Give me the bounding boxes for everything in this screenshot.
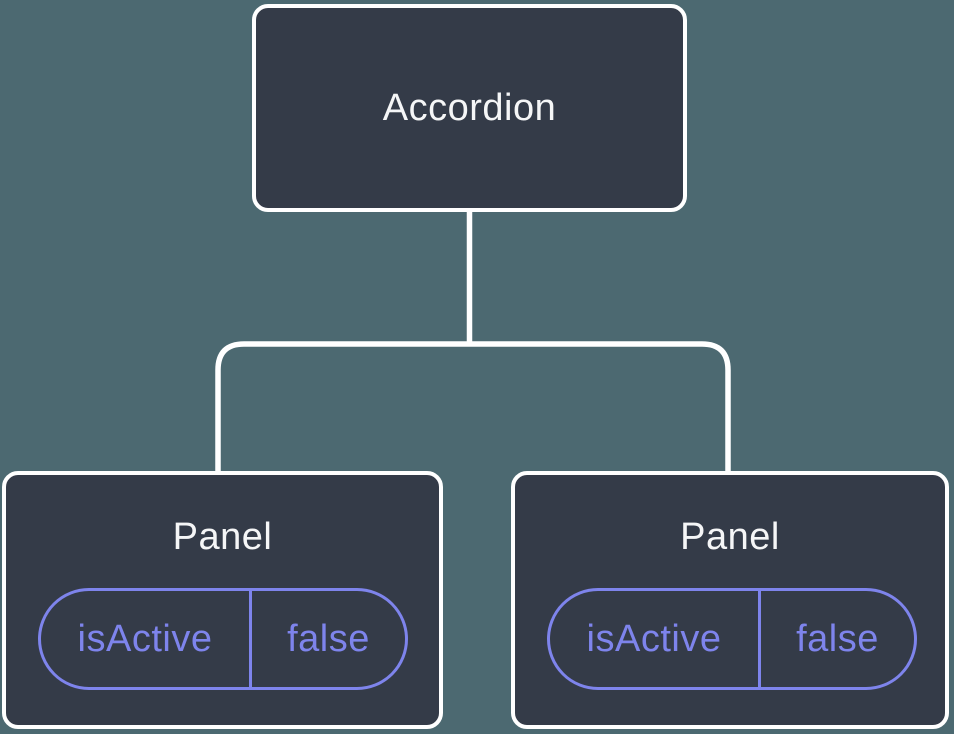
- panel-left-prop-name: isActive: [41, 591, 252, 687]
- panel-left-prop-value: false: [287, 617, 370, 660]
- panel-right-prop-pill: isActive false: [547, 588, 917, 690]
- panel-right-prop-value: false: [796, 617, 879, 660]
- panel-left-prop-pill: isActive false: [38, 588, 408, 690]
- node-panel-right: Panel isActive false: [511, 471, 949, 729]
- accordion-label: Accordion: [382, 86, 557, 129]
- node-panel-left: Panel isActive false: [2, 471, 443, 729]
- panel-right-label: Panel: [680, 516, 780, 558]
- panel-right-prop-name: isActive: [550, 591, 761, 687]
- node-accordion: Accordion: [252, 4, 687, 212]
- panel-left-label: Panel: [172, 516, 273, 558]
- connector-branch: [215, 341, 731, 474]
